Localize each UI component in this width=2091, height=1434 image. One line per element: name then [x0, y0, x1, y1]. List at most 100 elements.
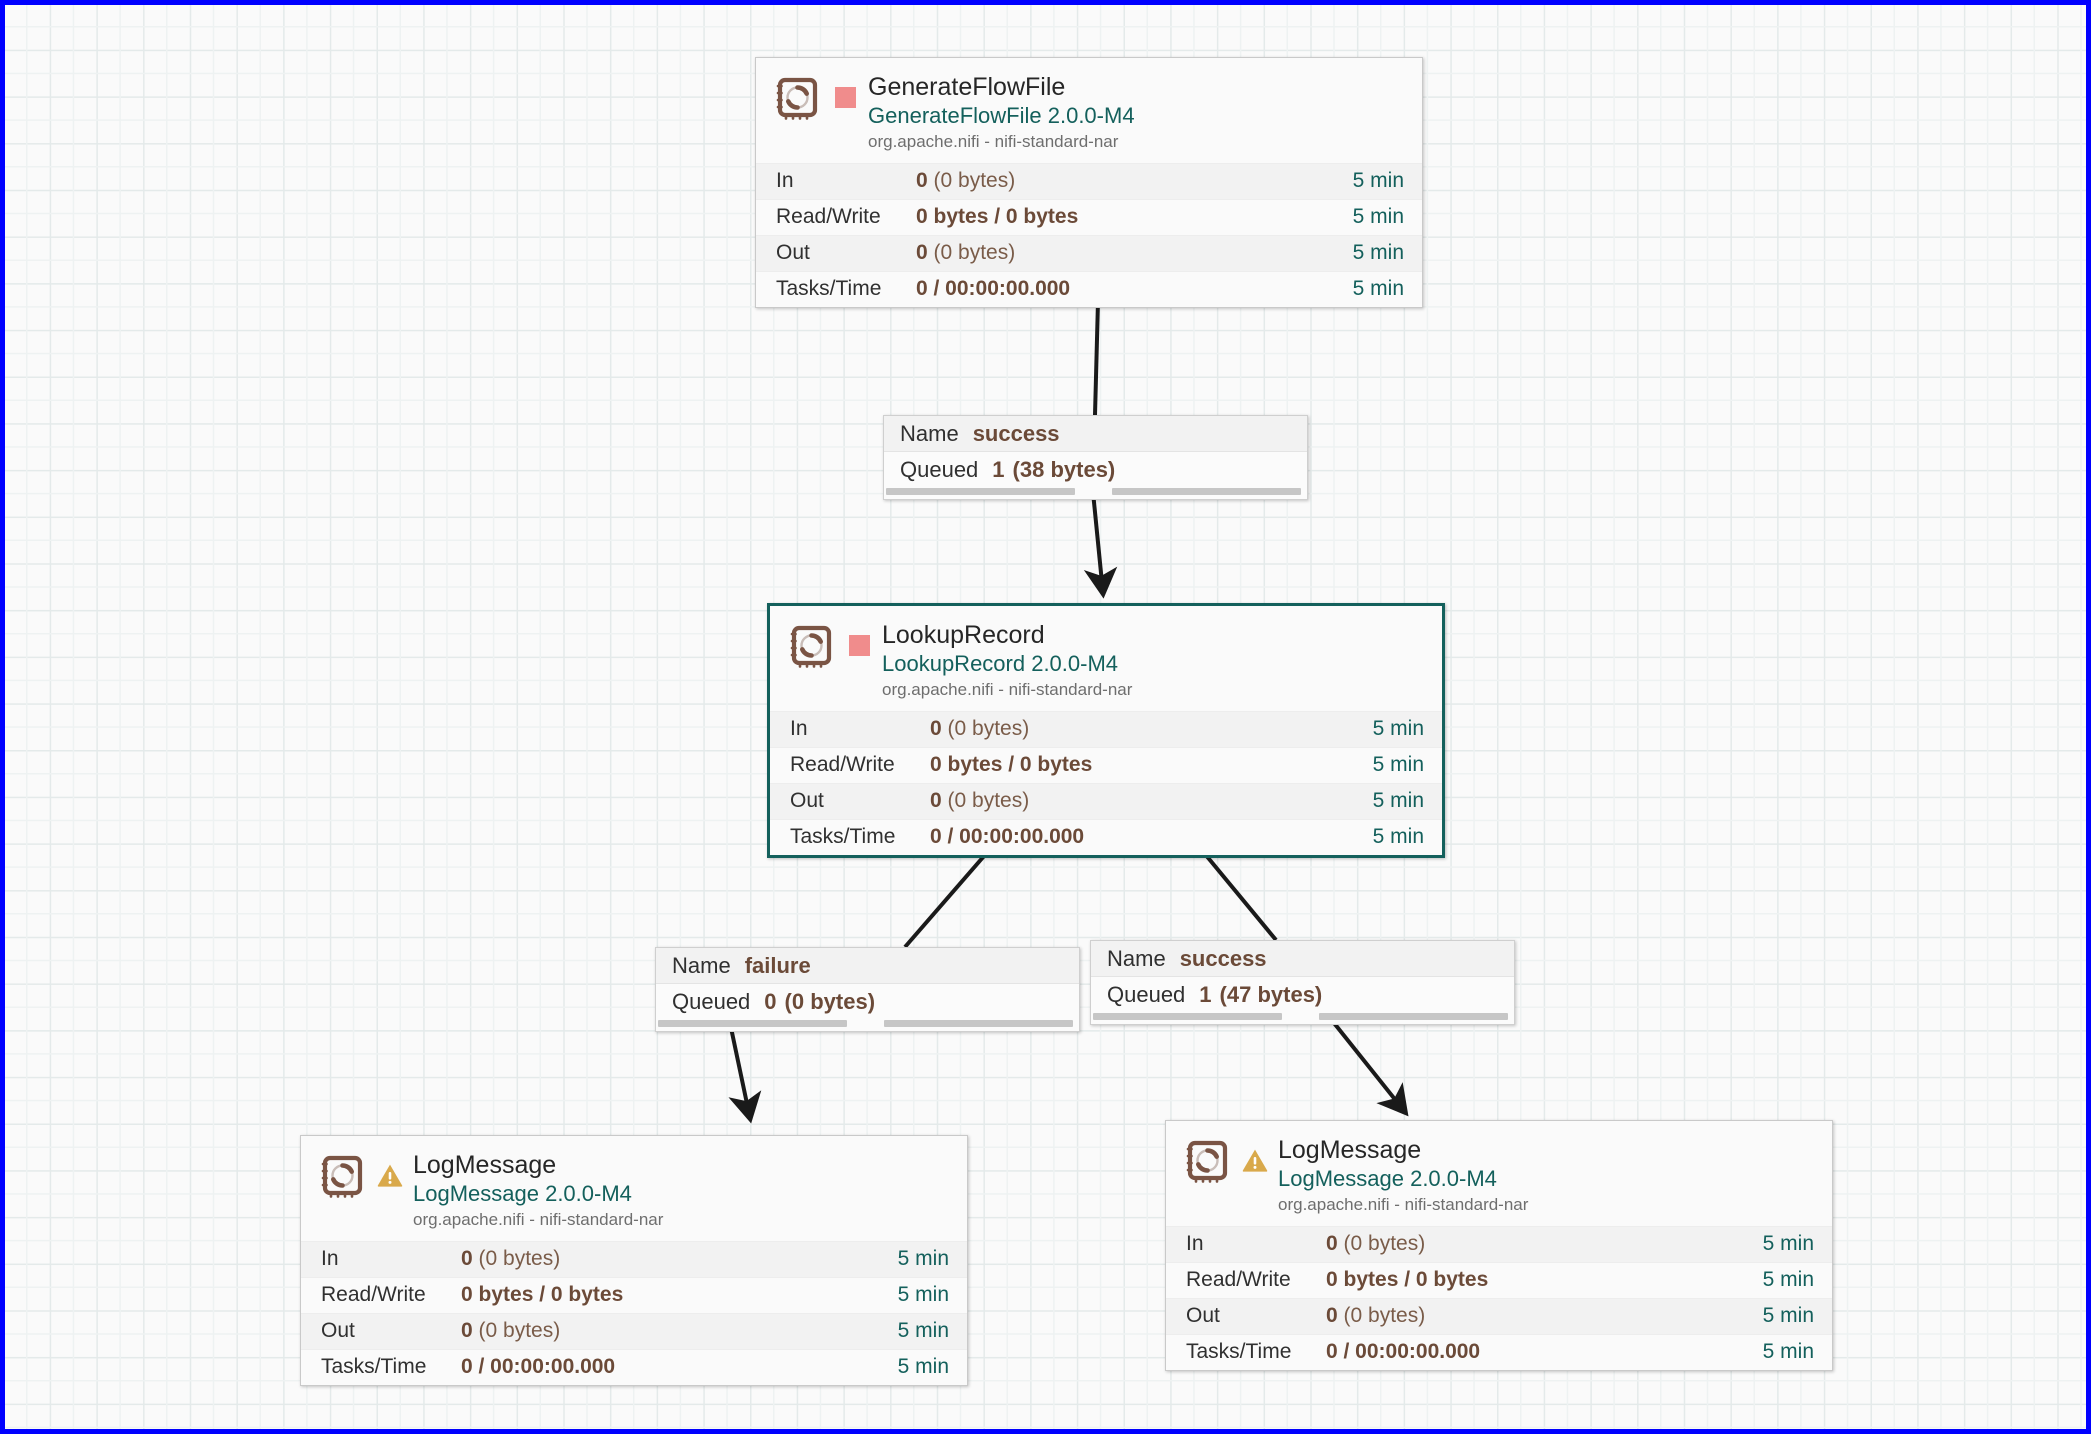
stat-label: Read/Write	[321, 1283, 426, 1307]
stat-value: 0 (0 bytes)	[916, 169, 1016, 193]
connection-name-row: Name success	[1091, 941, 1514, 977]
stat-time: 5 min	[897, 1283, 949, 1307]
stat-label: In	[776, 169, 794, 193]
stat-row: In 0 (0 bytes) 5 min	[301, 1240, 967, 1277]
connection-line-gff-to-queue[interactable]	[1093, 300, 1100, 416]
connection-queued-size: (47 bytes)	[1219, 982, 1323, 1007]
stat-value: 0 (0 bytes)	[930, 717, 1030, 741]
connection-line-success-to-logmessage[interactable]	[1328, 1016, 1409, 1117]
stopped-square-icon[interactable]	[830, 82, 860, 112]
connection-line-lookup-success-seg[interactable]	[1198, 846, 1278, 942]
stat-value: 0 bytes / 0 bytes	[1326, 1268, 1489, 1292]
processor-logmessage-right[interactable]: LogMessage LogMessage 2.0.0-M4 org.apach…	[1165, 1120, 1833, 1371]
connection-line-queue-to-lookup[interactable]	[1083, 491, 1118, 599]
stat-time: 5 min	[1372, 825, 1424, 849]
processor-type: LogMessage 2.0.0-M4	[413, 1181, 632, 1206]
connection-name-row: Name success	[884, 416, 1307, 452]
processor-logmessage-left[interactable]: LogMessage LogMessage 2.0.0-M4 org.apach…	[300, 1135, 968, 1386]
stat-time: 5 min	[1762, 1340, 1814, 1364]
stat-row: Out 0 (0 bytes) 5 min	[301, 1312, 967, 1349]
connection-queued-key: Queued	[672, 989, 751, 1014]
connection-line-failure-to-logmessage[interactable]	[728, 1022, 762, 1124]
stat-row: Tasks/Time 0 / 00:00:00.000 5 min	[770, 818, 1442, 855]
stat-time: 5 min	[897, 1247, 949, 1271]
processor-chip-icon	[786, 622, 838, 674]
stat-row: In 0 (0 bytes) 5 min	[756, 162, 1422, 199]
processor-name: LogMessage	[413, 1151, 557, 1179]
stat-label: In	[1186, 1232, 1204, 1256]
processor-titles: LogMessage LogMessage 2.0.0-M4 org.apach…	[1278, 1137, 1818, 1216]
connection-queued-count: 1	[1199, 982, 1212, 1007]
stat-row: Out 0 (0 bytes) 5 min	[770, 782, 1442, 819]
stat-time: 5 min	[1352, 241, 1404, 265]
stat-time: 5 min	[1762, 1268, 1814, 1292]
stat-value: 0 (0 bytes)	[1326, 1232, 1426, 1256]
queue-size-bar	[1112, 488, 1301, 495]
processor-type: GenerateFlowFile 2.0.0-M4	[868, 103, 1135, 128]
processor-titles: LookupRecord LookupRecord 2.0.0-M4 org.a…	[882, 622, 1428, 701]
stat-value: 0 / 00:00:00.000	[461, 1355, 616, 1379]
stat-label: Out	[1186, 1304, 1220, 1328]
warning-triangle-icon[interactable]	[375, 1160, 405, 1190]
stat-value: 0 bytes / 0 bytes	[930, 753, 1093, 777]
stat-label: Out	[776, 241, 810, 265]
stat-value: 0 / 00:00:00.000	[1326, 1340, 1481, 1364]
processor-chip-icon	[1182, 1137, 1234, 1189]
connection-queued-key: Queued	[1107, 982, 1186, 1007]
stat-label: Tasks/Time	[776, 277, 882, 301]
stat-row: In 0 (0 bytes) 5 min	[1166, 1225, 1832, 1262]
stat-time: 5 min	[1762, 1304, 1814, 1328]
processor-chip-icon	[317, 1152, 369, 1204]
stat-label: In	[790, 717, 808, 741]
processor-header: GenerateFlowFile GenerateFlowFile 2.0.0-…	[756, 58, 1422, 163]
processor-lookuprecord[interactable]: LookupRecord LookupRecord 2.0.0-M4 org.a…	[767, 603, 1445, 858]
connection-name-key: Name	[900, 420, 959, 446]
connection-label-lookup-success[interactable]: Name success Queued 1 (47 bytes)	[1090, 940, 1515, 1025]
processor-generateflowfile[interactable]: GenerateFlowFile GenerateFlowFile 2.0.0-…	[755, 57, 1423, 308]
processor-bundle: org.apache.nifi - nifi-standard-nar	[413, 1210, 664, 1230]
processor-bundle: org.apache.nifi - nifi-standard-nar	[868, 132, 1119, 152]
processor-bundle: org.apache.nifi - nifi-standard-nar	[882, 680, 1133, 700]
processor-header: LogMessage LogMessage 2.0.0-M4 org.apach…	[1166, 1121, 1832, 1226]
processor-type: LogMessage 2.0.0-M4	[1278, 1166, 1497, 1191]
processor-type: LookupRecord 2.0.0-M4	[882, 651, 1119, 676]
stat-row: Read/Write 0 bytes / 0 bytes 5 min	[756, 198, 1422, 235]
connection-queued-row: Queued 1 (47 bytes)	[1091, 977, 1514, 1013]
stat-time: 5 min	[1352, 205, 1404, 229]
stat-time: 5 min	[1372, 717, 1424, 741]
processor-titles: GenerateFlowFile GenerateFlowFile 2.0.0-…	[868, 74, 1408, 153]
connection-queued-row: Queued 1 (38 bytes)	[884, 452, 1307, 488]
connection-line-lookup-failure-seg[interactable]	[903, 846, 993, 949]
connection-queued-size: (38 bytes)	[1012, 457, 1116, 482]
stat-label: Tasks/Time	[321, 1355, 427, 1379]
connection-queued-row: Queued 0 (0 bytes)	[656, 984, 1079, 1020]
processor-titles: LogMessage LogMessage 2.0.0-M4 org.apach…	[413, 1152, 953, 1231]
stat-label: Read/Write	[776, 205, 881, 229]
processor-name: LogMessage	[1278, 1136, 1422, 1164]
stat-value: 0 (0 bytes)	[461, 1319, 561, 1343]
queue-count-bar	[886, 488, 1075, 495]
connection-name-value: failure	[744, 952, 811, 978]
connection-label-lookup-failure[interactable]: Name failure Queued 0 (0 bytes)	[655, 947, 1080, 1032]
processor-name: LookupRecord	[882, 621, 1045, 649]
stat-time: 5 min	[1372, 789, 1424, 813]
connection-queued-size: (0 bytes)	[784, 989, 876, 1014]
queue-count-bar	[658, 1020, 847, 1027]
connection-queue-bars	[1091, 1013, 1514, 1024]
stat-row: Tasks/Time 0 / 00:00:00.000 5 min	[301, 1348, 967, 1385]
stat-row: Out 0 (0 bytes) 5 min	[1166, 1297, 1832, 1334]
connection-queued-count: 0	[764, 989, 777, 1014]
stat-label: Tasks/Time	[1186, 1340, 1292, 1364]
stat-value: 0 bytes / 0 bytes	[916, 205, 1079, 229]
stat-row: Read/Write 0 bytes / 0 bytes 5 min	[770, 746, 1442, 783]
warning-triangle-icon[interactable]	[1240, 1145, 1270, 1175]
processor-name: GenerateFlowFile	[868, 73, 1066, 101]
queue-size-bar	[884, 1020, 1073, 1027]
stopped-square-icon[interactable]	[844, 630, 874, 660]
connection-name-row: Name failure	[656, 948, 1079, 984]
connection-label-gff-success[interactable]: Name success Queued 1 (38 bytes)	[883, 415, 1308, 500]
stat-time: 5 min	[897, 1355, 949, 1379]
stat-label: Read/Write	[790, 753, 895, 777]
queue-count-bar	[1093, 1013, 1282, 1020]
